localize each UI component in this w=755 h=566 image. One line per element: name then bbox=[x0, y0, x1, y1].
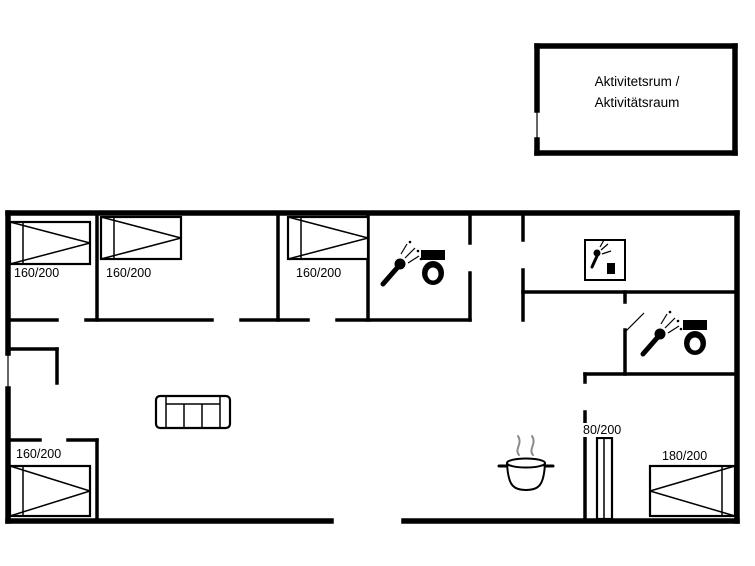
main-building-outline bbox=[5, 210, 740, 524]
shower-spray-line bbox=[667, 325, 680, 334]
bed-diagonal bbox=[649, 465, 736, 492]
bed-size-label-bunk: 80/200 bbox=[581, 423, 624, 437]
sofa bbox=[154, 394, 232, 430]
steam-line bbox=[530, 435, 535, 456]
bed-outline bbox=[286, 215, 370, 261]
shower-handle bbox=[640, 335, 660, 357]
bed-bottom-right bbox=[648, 464, 737, 518]
steam-line bbox=[516, 435, 521, 456]
shower-spray-dot bbox=[679, 327, 683, 331]
shower-spray-line bbox=[407, 255, 420, 264]
bed-outline bbox=[8, 464, 92, 518]
toilet-bowl-inner bbox=[689, 337, 701, 351]
activity-room-walls bbox=[534, 43, 738, 156]
toilet-tank bbox=[421, 250, 445, 260]
shower-handle bbox=[380, 265, 400, 287]
activity-room-label-line1: Aktivitetsrum / bbox=[594, 74, 680, 89]
cubicle-seat bbox=[607, 263, 615, 274]
cubicle-shower-head bbox=[593, 249, 601, 257]
shower-spray-dot bbox=[408, 240, 412, 244]
activity-room-label: Aktivitetsrum / Aktivitätsraum bbox=[538, 72, 736, 114]
cubicle-spray-line bbox=[600, 243, 609, 251]
door-leaf-line bbox=[624, 312, 645, 333]
cubicle-spray-line bbox=[601, 250, 612, 255]
cubicle-shower-handle bbox=[590, 254, 599, 269]
toilet-icon bbox=[421, 250, 445, 285]
shower-spray-line bbox=[660, 313, 668, 325]
shower-head bbox=[654, 328, 666, 340]
bed-top-middle bbox=[99, 215, 183, 261]
bed-bottom-left bbox=[8, 464, 92, 518]
activity-room-label-line2: Aktivitätsraum bbox=[594, 94, 680, 110]
bed-outline bbox=[99, 215, 183, 261]
shower-icon bbox=[380, 240, 423, 287]
shower-spray-line bbox=[404, 247, 416, 259]
shower-spray-line bbox=[400, 243, 408, 255]
pot-rim bbox=[506, 457, 546, 469]
bed-diagonal bbox=[649, 490, 736, 517]
bed-size-label-bottom-right: 180/200 bbox=[662, 449, 708, 463]
shower-spray-dot bbox=[416, 249, 420, 253]
shower-cubicle-icon bbox=[584, 239, 626, 281]
shower-icon-2 bbox=[640, 310, 683, 357]
bed-size-label-top-left: 160/200 bbox=[14, 266, 60, 280]
toilet-icon-2 bbox=[683, 320, 707, 355]
bed-size-label-top-right: 160/200 bbox=[296, 266, 342, 280]
shower-spray-line bbox=[664, 317, 676, 329]
toilet-tank bbox=[683, 320, 707, 330]
bed-outline bbox=[8, 220, 92, 266]
bunk-bed bbox=[595, 436, 614, 521]
bed-size-label-top-middle: 160/200 bbox=[106, 266, 152, 280]
bed-top-left bbox=[8, 220, 92, 266]
sofa-outline bbox=[154, 394, 232, 430]
bed-outline bbox=[648, 464, 737, 518]
pot-body bbox=[506, 462, 546, 492]
cubicle-outline bbox=[584, 239, 626, 281]
bed-top-right bbox=[286, 215, 370, 261]
shower-head bbox=[394, 258, 406, 270]
shower-spray-dot bbox=[668, 310, 672, 314]
cubicle-spray-line bbox=[599, 239, 605, 248]
toilet-bowl-inner bbox=[427, 267, 439, 281]
cooking-pot-icon bbox=[497, 435, 555, 492]
bed-size-label-bottom-left: 160/200 bbox=[16, 447, 62, 461]
shower-spray-dot bbox=[676, 319, 680, 323]
